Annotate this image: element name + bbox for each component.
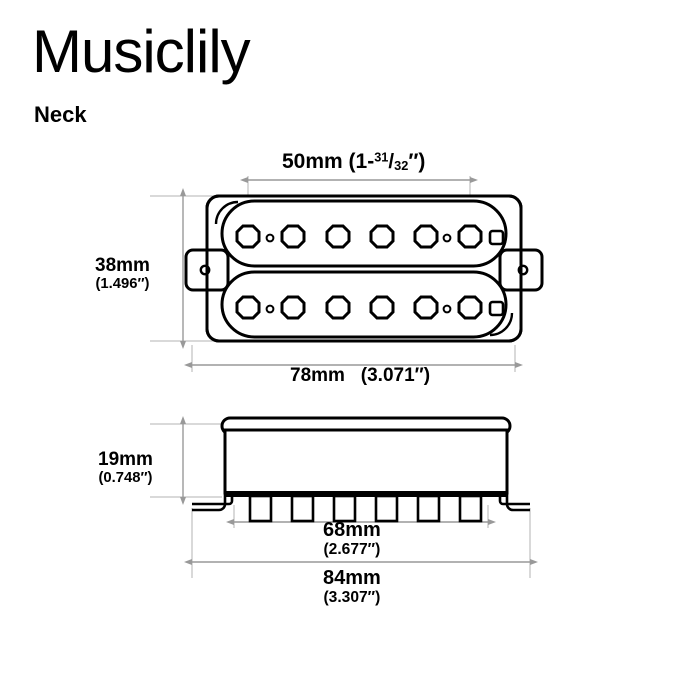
dimension-label-baseplate-width: 68mm (2.677″) (323, 519, 381, 559)
pole-leg (416, 494, 441, 523)
dimension-label-pole-spacing: 50mm (1-31/32″) (282, 149, 426, 173)
pole-leg (458, 494, 483, 523)
dimension-imperial-38mm: (1.496″) (95, 276, 150, 293)
bobbin-row-bottom (220, 270, 508, 339)
page-title: Musiclily (32, 18, 251, 85)
baseplate-side (225, 491, 507, 497)
bobbin-row-top (220, 199, 508, 268)
pickup-cover-outline-overlay (205, 194, 523, 343)
screw-boss (488, 229, 505, 246)
pole-piece (457, 224, 483, 249)
pole-leg (248, 494, 273, 523)
vent-hole (442, 233, 452, 243)
pole-piece (235, 224, 261, 249)
vent-hole (265, 233, 275, 243)
pole-piece (413, 224, 439, 249)
inch-mark-50mm: ″ (408, 150, 419, 173)
dimension-imperial-whole-50mm: 1- (355, 150, 375, 173)
vent-hole (265, 304, 275, 314)
fraction-denominator: 32 (394, 157, 409, 173)
pole-leg (332, 494, 357, 523)
pickup-position-label: Neck (34, 102, 87, 127)
dimension-metric-19mm: 19mm (98, 449, 153, 470)
dimension-imperial-84mm: (3.307″) (323, 589, 381, 607)
dimension-label-body-depth: 19mm (0.748″) (98, 449, 153, 487)
pole-piece (280, 295, 306, 320)
pole-pieces-top-row (235, 224, 483, 249)
dimension-metric-50mm: 50mm (282, 150, 343, 173)
pole-piece (325, 224, 351, 249)
cover-corner-details (214, 200, 514, 337)
pole-piece (325, 295, 351, 320)
dimension-label-body-width: 78mm (3.071″) (290, 365, 430, 386)
imperial-fraction-50mm: 31/32 (374, 149, 409, 173)
pole-piece (457, 295, 483, 320)
vent-hole (442, 304, 452, 314)
dimension-metric-78mm: 78mm (290, 365, 345, 386)
pole-piece (369, 295, 395, 320)
dimension-metric-68mm: 68mm (323, 519, 381, 541)
pole-legs-side (248, 494, 483, 523)
screw-bosses (488, 229, 505, 317)
mounting-bracket-right-side (498, 494, 530, 512)
pole-piece (235, 295, 261, 320)
pole-leg (290, 494, 315, 523)
pole-piece (280, 224, 306, 249)
pickup-body-side (223, 428, 509, 495)
dimension-metric-38mm: 38mm (95, 255, 150, 276)
fraction-numerator: 31 (374, 149, 389, 165)
vent-holes (265, 233, 452, 314)
pole-piece (369, 224, 395, 249)
pole-pieces-bottom-row (235, 295, 483, 320)
pole-piece (413, 295, 439, 320)
pole-leg (374, 494, 399, 523)
dimension-label-body-height: 38mm (1.496″) (95, 255, 150, 293)
dimension-imperial-78mm: (3.071″) (360, 365, 431, 386)
top-view-group (150, 176, 544, 372)
dimension-imperial-68mm: (2.677″) (323, 541, 381, 559)
screw-boss (488, 300, 505, 317)
dimension-label-overall-width: 84mm (3.307″) (323, 567, 381, 607)
side-view-group (150, 416, 538, 578)
mounting-bracket-left-side (192, 494, 234, 512)
dimension-imperial-19mm: (0.748″) (98, 470, 153, 487)
dimension-metric-84mm: 84mm (323, 567, 381, 589)
